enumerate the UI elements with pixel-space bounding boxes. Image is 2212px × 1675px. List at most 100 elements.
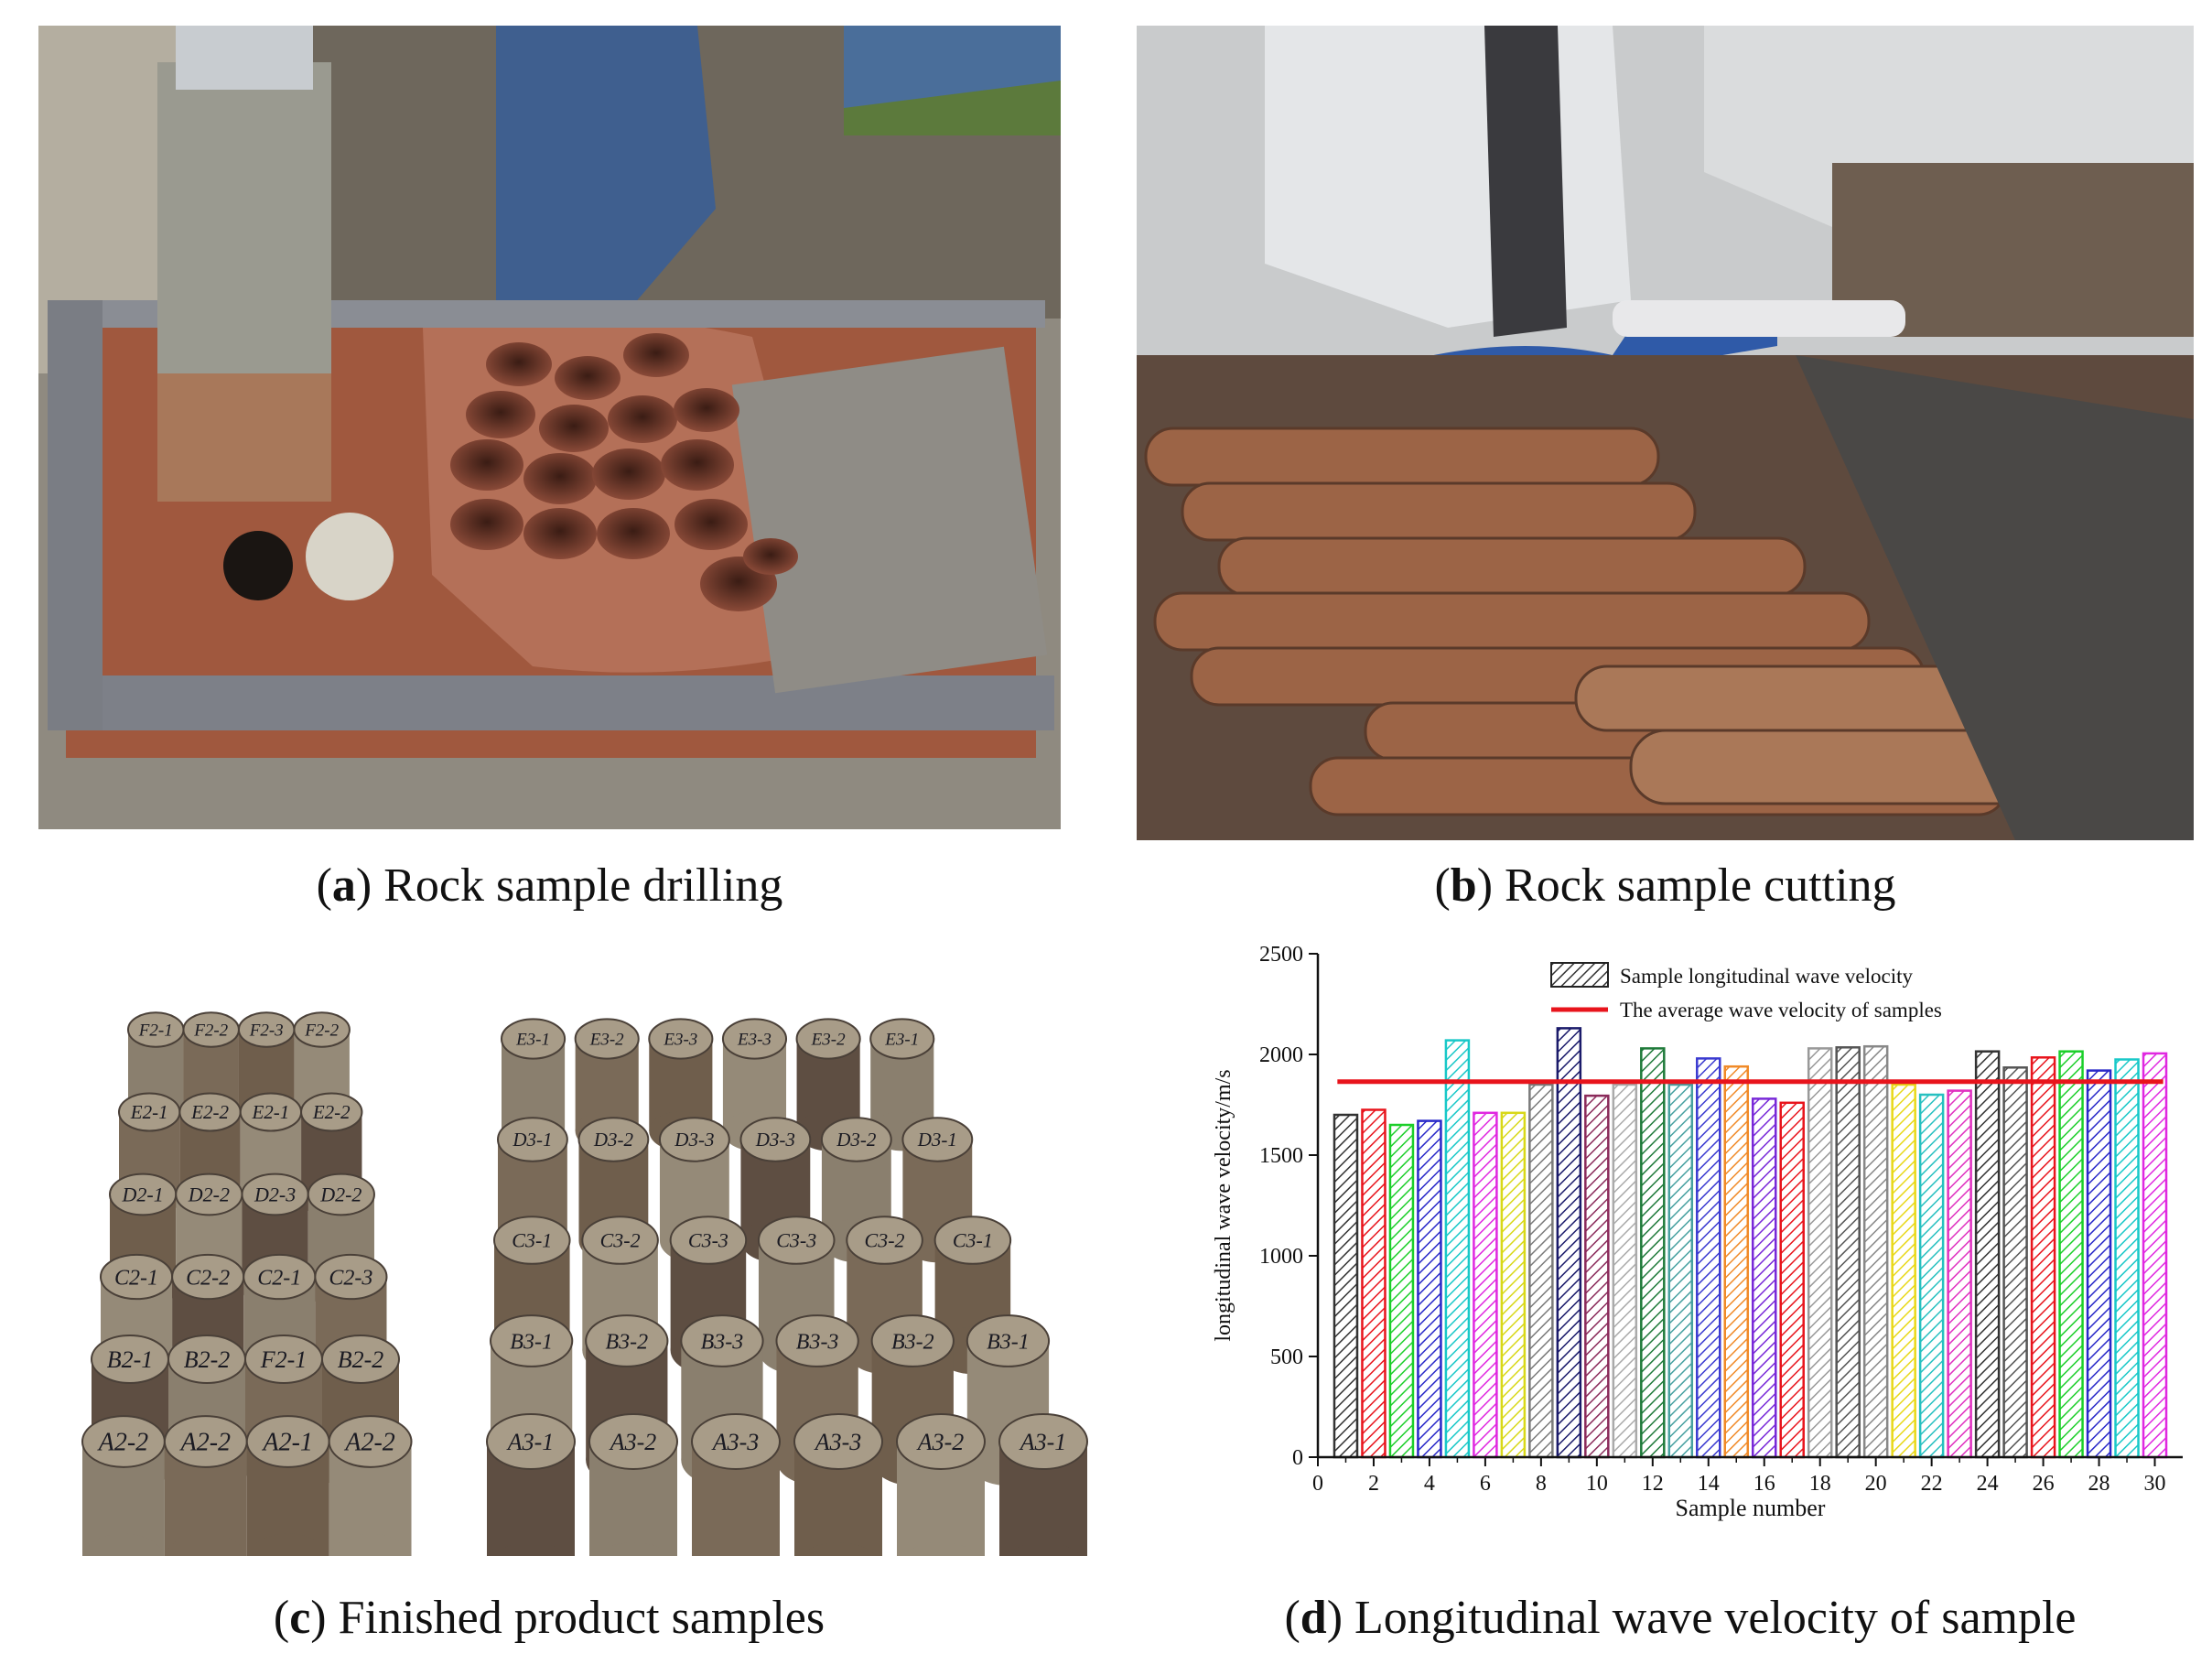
x-tick-label: 14	[1698, 1472, 1720, 1496]
x-tick-label: 16	[1753, 1472, 1775, 1496]
caption-b: (b) Rock sample cutting	[1434, 859, 1896, 912]
sample-label: B2-2	[184, 1346, 231, 1373]
sample-cylinder: A2-2	[163, 1415, 248, 1556]
bar-sample-15	[1723, 1064, 1750, 1459]
sample-cylinder: A2-1	[245, 1415, 330, 1556]
sample-label: E2-2	[312, 1101, 351, 1123]
bar-sample-6	[1473, 1111, 1498, 1459]
bar-sample-21	[1891, 1083, 1916, 1459]
sample-label: A2-2	[343, 1429, 394, 1457]
sample-label: B3-1	[510, 1330, 553, 1354]
sample-label: B3-3	[701, 1330, 744, 1354]
x-tick-label: 18	[1809, 1472, 1831, 1496]
sample-label: F2-2	[193, 1021, 228, 1040]
x-tick-label: 30	[2144, 1472, 2166, 1496]
sample-label: B3-1	[987, 1330, 1030, 1354]
y-tick-label: 1000	[1259, 1245, 1303, 1269]
bar-sample-20	[1862, 1044, 1889, 1459]
sample-cylinder: A3-1	[486, 1413, 576, 1556]
bar-sample-29	[2114, 1058, 2140, 1459]
x-tick-label: 8	[1536, 1472, 1547, 1496]
sample-label: B2-1	[107, 1346, 154, 1373]
sample-cylinder: A2-2	[328, 1415, 413, 1556]
bar-sample-9	[1556, 1027, 1582, 1459]
x-tick-label: 0	[1312, 1472, 1323, 1496]
bar-sample-12	[1640, 1047, 1666, 1459]
x-tick-label: 12	[1642, 1472, 1664, 1496]
sample-label: C2-1	[114, 1266, 158, 1290]
sample-label: D2-1	[122, 1183, 164, 1206]
sample-label: D3-3	[755, 1129, 795, 1151]
x-tick-label: 28	[2088, 1472, 2110, 1496]
sample-label: A2-1	[261, 1429, 312, 1457]
bar-sample-3	[1388, 1123, 1415, 1459]
photo-rock-sample-drilling	[38, 26, 1061, 829]
sample-cylinder: A2-2	[81, 1415, 166, 1556]
drilling-scene	[38, 26, 1061, 829]
bar-sample-25	[2002, 1066, 2028, 1459]
x-tick-label: 10	[1586, 1472, 1608, 1496]
sample-label: B3-2	[891, 1330, 934, 1354]
caption-d: (d) Longitudinal wave velocity of sample	[1284, 1592, 2077, 1644]
bar-sample-17	[1779, 1101, 1805, 1459]
bar-sample-18	[1807, 1047, 1833, 1459]
sample-label: A3-1	[506, 1429, 555, 1455]
x-tick-label: 22	[1921, 1472, 1943, 1496]
sample-label: E3-2	[589, 1030, 624, 1049]
chart-legend: Sample longitudinal wave velocity The av…	[1550, 962, 1942, 1021]
sample-cylinder: A3-2	[588, 1413, 678, 1556]
sample-label: A2-2	[179, 1429, 231, 1457]
sample-label: E2-2	[190, 1101, 229, 1123]
sample-label: A3-3	[711, 1429, 760, 1455]
bar-sample-4	[1417, 1119, 1442, 1459]
x-tick-label: 4	[1424, 1472, 1435, 1496]
y-tick-label: 500	[1270, 1345, 1303, 1369]
sample-label: D3-2	[593, 1129, 634, 1151]
caption-a: (a) Rock sample drilling	[316, 859, 783, 912]
y-tick-label: 1500	[1259, 1144, 1303, 1168]
sample-label: E2-1	[251, 1101, 289, 1123]
sample-label: B3-2	[605, 1330, 648, 1354]
bar-sample-22	[1918, 1093, 1945, 1459]
sample-label: C2-2	[186, 1266, 230, 1290]
photo-rock-sample-cutting	[1137, 26, 2194, 840]
sample-label: B3-3	[796, 1330, 839, 1354]
cutting-scene	[1137, 26, 2194, 840]
legend-bar-swatch	[1550, 962, 1609, 988]
sample-label: D2-2	[319, 1183, 361, 1206]
bar-sample-28	[2086, 1069, 2112, 1459]
y-tick-label: 2000	[1259, 1043, 1303, 1067]
sample-label: E3-2	[811, 1030, 846, 1049]
bar-sample-10	[1584, 1094, 1610, 1459]
sample-cylinder: A3-3	[793, 1413, 883, 1556]
sample-label: F2-2	[304, 1021, 339, 1040]
sample-label: C3-3	[776, 1229, 816, 1252]
sample-cylinder: A3-3	[691, 1413, 781, 1556]
sample-label: F2-3	[249, 1021, 284, 1040]
bar-sample-23	[1947, 1089, 1972, 1459]
sample-label: C3-1	[512, 1229, 552, 1252]
sample-label: B2-2	[338, 1346, 384, 1373]
bar-sample-5	[1444, 1039, 1471, 1459]
sample-label: E3-1	[884, 1030, 919, 1049]
bar-sample-24	[1974, 1050, 2001, 1459]
caption-c: (c) Finished product samples	[273, 1592, 825, 1644]
bar-sample-16	[1751, 1097, 1777, 1459]
sample-label: E3-3	[663, 1030, 697, 1049]
sample-label: A3-2	[916, 1429, 965, 1455]
sample-label: F2-1	[138, 1021, 173, 1040]
sample-label: E2-1	[130, 1101, 168, 1123]
sample-label: C3-2	[600, 1229, 641, 1252]
y-axis-label: longitudinal wave velocity/m/s	[1212, 1069, 1235, 1341]
sample-label: A3-2	[609, 1429, 657, 1455]
bar-sample-19	[1835, 1046, 1861, 1459]
bar-sample-1	[1333, 1113, 1359, 1459]
bar-sample-30	[2142, 1052, 2168, 1459]
x-tick-label: 2	[1368, 1472, 1379, 1496]
sample-label: D3-1	[512, 1129, 552, 1151]
sample-cylinder: A3-2	[896, 1413, 986, 1556]
sample-cylinder: A3-1	[998, 1413, 1088, 1556]
x-tick-label: 6	[1480, 1472, 1491, 1496]
